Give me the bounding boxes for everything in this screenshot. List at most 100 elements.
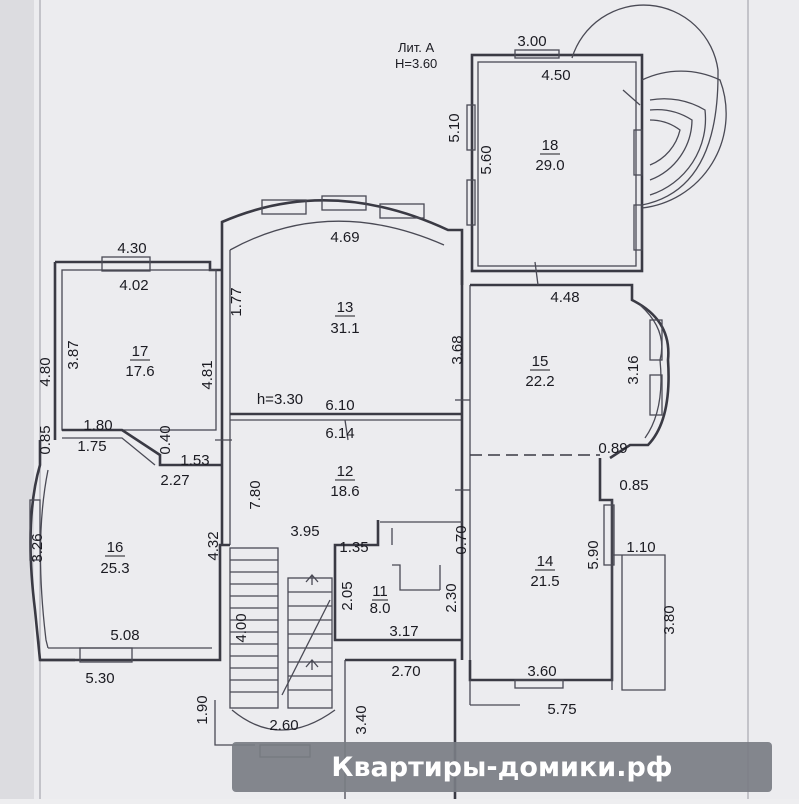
dim-4-81: 4.81 <box>199 360 216 389</box>
dim-6-10: 6.10 <box>325 397 354 414</box>
window-18-right-2 <box>633 204 643 251</box>
dim-4-50: 4.50 <box>541 67 570 84</box>
window-13-a <box>261 199 307 215</box>
dim-3-80: 3.80 <box>661 605 678 634</box>
dim-0-85-left: 0.85 <box>37 425 54 454</box>
room-17-inner <box>61 269 217 431</box>
dim-3-16: 3.16 <box>625 355 642 384</box>
room-14-area: 21.5 <box>530 573 559 590</box>
dim-3-95: 3.95 <box>290 523 319 540</box>
dim-1-10: 1.10 <box>626 539 655 556</box>
dim-5-10: 5.10 <box>446 113 463 142</box>
room-12-number: 12 <box>337 463 354 480</box>
lit-label: Лит. А <box>398 40 435 55</box>
window-18-left <box>466 104 476 151</box>
window-16-bottom <box>79 647 133 663</box>
balcony-arc <box>571 4 719 206</box>
dim-1-90: 1.90 <box>194 695 211 724</box>
dim-1-75: 1.75 <box>77 438 106 455</box>
dim-5-60: 5.60 <box>478 145 495 174</box>
dim-6-14: 6.14 <box>325 425 354 442</box>
dim-5-08: 5.08 <box>110 627 139 644</box>
dim-7-80: 7.80 <box>247 480 264 509</box>
window-16-left <box>29 499 41 561</box>
dim-2-30: 2.30 <box>443 583 460 612</box>
partition-17-16-inner <box>62 437 156 466</box>
dim-5-90: 5.90 <box>585 540 602 569</box>
room-16-walls <box>40 543 230 662</box>
room-13-bay-inner <box>229 220 445 251</box>
dimension-ticks <box>215 89 641 491</box>
room-15-area: 22.2 <box>525 373 554 390</box>
dim-3-60: 3.60 <box>527 663 556 680</box>
dim-4-00: 4.00 <box>233 613 250 642</box>
annex-right <box>612 554 666 691</box>
dim-0-85-right: 0.85 <box>619 477 648 494</box>
window-18-left-2 <box>466 179 476 226</box>
dim-2-60: 2.60 <box>269 717 298 734</box>
window-17-top <box>101 256 151 272</box>
dim-5-30: 5.30 <box>85 670 114 687</box>
room-17-area: 17.6 <box>125 363 154 380</box>
watermark-banner <box>232 742 772 792</box>
dim-0-70: 0.70 <box>453 525 470 554</box>
dim-3-40: 3.40 <box>353 705 370 734</box>
watermark-text: Квартиры-домики.рф <box>331 752 672 783</box>
stair-direction-line <box>281 599 331 696</box>
dim-3-68: 3.68 <box>449 335 466 364</box>
stair-landing-arc <box>231 709 336 731</box>
balcony-step-1 <box>649 98 707 196</box>
room-18-inner <box>477 61 637 267</box>
window-14-right <box>603 504 615 566</box>
dim-2-70: 2.70 <box>391 663 420 680</box>
window-14-bottom <box>514 679 564 689</box>
dim-3-00: 3.00 <box>517 33 546 50</box>
dim-1-77: 1.77 <box>228 287 245 316</box>
inner-height-label: h=3.30 <box>257 391 303 408</box>
dim-1-53: 1.53 <box>180 452 209 469</box>
dim-4-69: 4.69 <box>330 229 359 246</box>
room-11-number: 11 <box>372 583 388 600</box>
dim-3-17: 3.17 <box>389 623 418 640</box>
stair-arrow <box>305 574 319 585</box>
page-binding-edge <box>0 0 34 799</box>
room-11-walls <box>333 520 462 642</box>
dim-4-02: 4.02 <box>119 277 148 294</box>
room-16-number: 16 <box>107 539 124 556</box>
balcony-outer <box>641 70 727 209</box>
dim-2-27: 2.27 <box>160 472 189 489</box>
window-18-right <box>633 129 643 176</box>
room-18-number: 18 <box>542 137 559 154</box>
dim-2-05: 2.05 <box>339 581 356 610</box>
stair-arrow-2 <box>305 659 319 670</box>
room-11-area: 8.0 <box>370 600 391 617</box>
room-16-area: 25.3 <box>100 560 129 577</box>
dim-1-35: 1.35 <box>339 539 368 556</box>
room-13-area: 31.1 <box>330 320 359 337</box>
balcony-step-3 <box>649 119 681 166</box>
partition-17-16 <box>62 428 222 467</box>
stair-treads-left <box>230 559 278 693</box>
dim-3-87: 3.87 <box>65 340 82 369</box>
dim-5-75: 5.75 <box>547 701 576 718</box>
height-label: H=3.60 <box>395 56 437 71</box>
room-13-bay <box>220 199 464 285</box>
room-11-inner-step <box>392 564 440 591</box>
room-12-area: 18.6 <box>330 483 359 500</box>
room-18-area: 29.0 <box>535 157 564 174</box>
room-15-number: 15 <box>532 353 549 370</box>
dim-3-26: 3.26 <box>29 533 46 562</box>
window-18-top <box>514 49 560 59</box>
dim-0-89: 0.89 <box>598 440 627 457</box>
room-17-number: 17 <box>132 343 149 360</box>
window-15-a <box>649 319 663 361</box>
room-13-number: 13 <box>337 299 354 316</box>
stair-left-flight <box>229 547 279 709</box>
room-15-walls <box>470 283 670 460</box>
window-13-b <box>321 195 367 211</box>
dim-1-80: 1.80 <box>83 417 112 434</box>
dim-4-30: 4.30 <box>117 240 146 257</box>
window-13-c <box>379 203 425 219</box>
